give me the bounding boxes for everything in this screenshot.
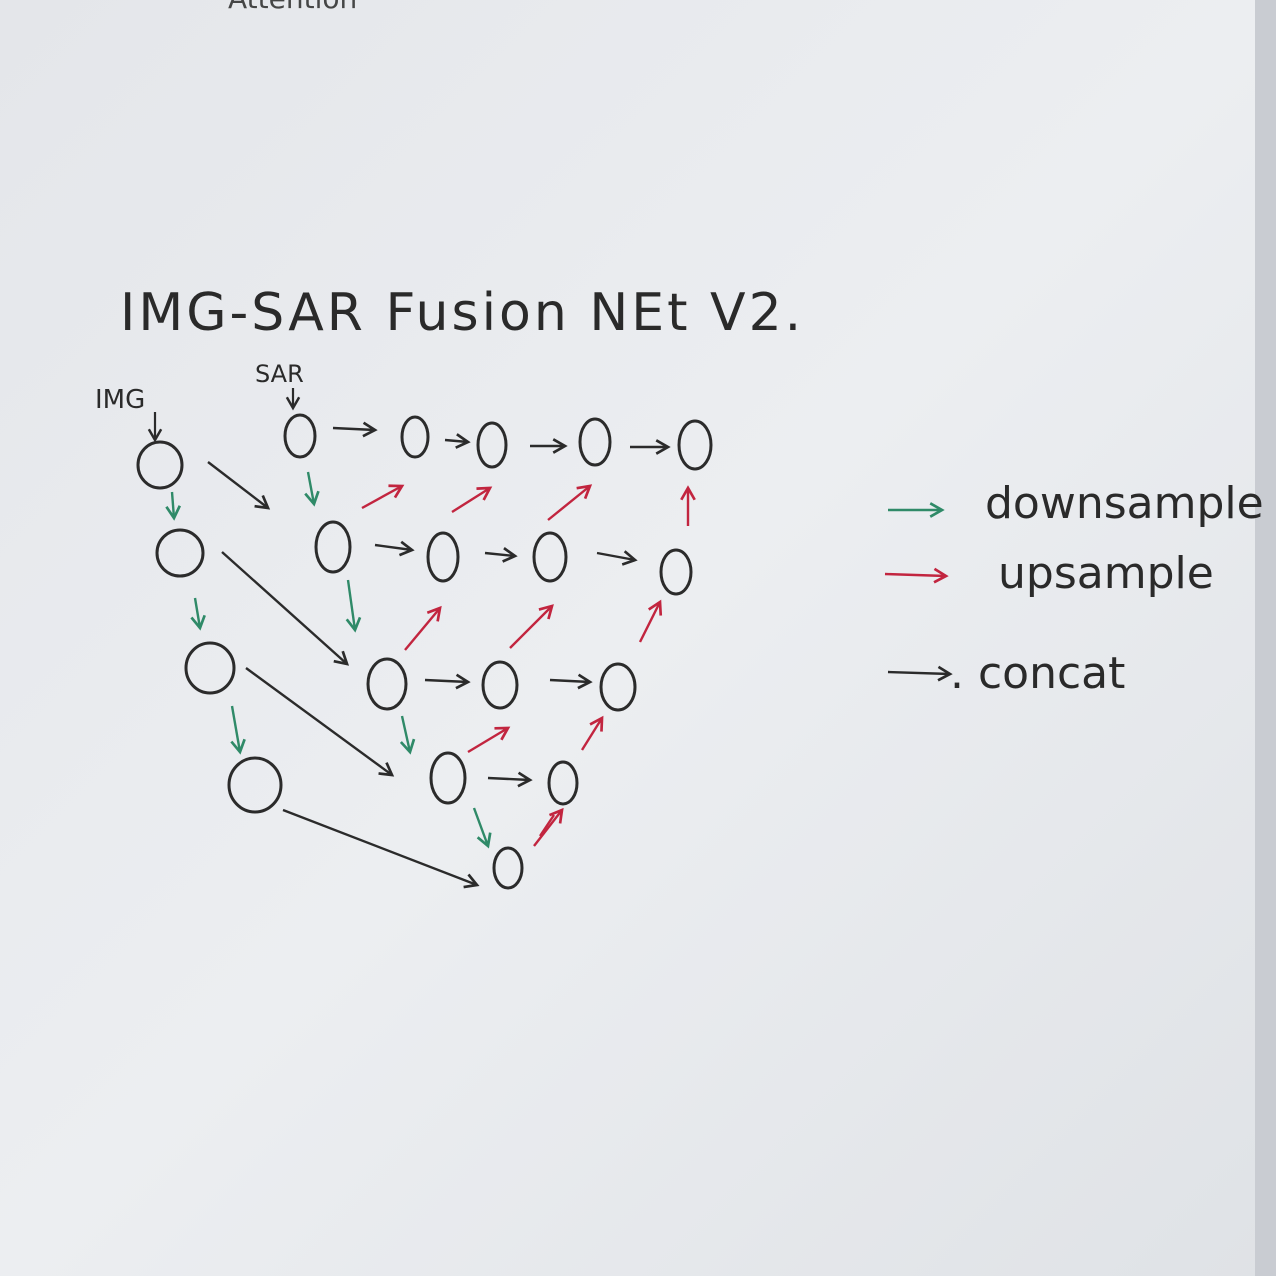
upsample-arrow	[580, 715, 604, 751]
fusion-node	[659, 548, 693, 596]
concat-arrow	[549, 673, 593, 690]
fusion-node	[476, 421, 508, 469]
concat-arrow	[424, 673, 471, 690]
fusion-node	[547, 760, 579, 806]
diagram-title: IMG-SAR Fusion NEt V2.	[120, 283, 804, 343]
upsample-arrow	[533, 807, 564, 847]
sar-node	[366, 657, 408, 711]
paper-edge	[1255, 0, 1276, 1276]
img-node	[227, 756, 283, 814]
legend-concat-label: . concat	[950, 648, 1125, 699]
upsample-arrow	[509, 604, 554, 649]
sar-node	[314, 520, 352, 574]
upsample-arrow	[404, 605, 442, 651]
concat-arrow	[596, 550, 638, 566]
downsample-arrow	[345, 579, 362, 633]
downsample-arrow	[304, 471, 320, 507]
header-fragment: Attention	[228, 0, 357, 15]
img-input-label: IMG	[95, 385, 145, 415]
img-node	[136, 440, 184, 490]
sar-node	[492, 846, 524, 890]
sar-node	[429, 751, 467, 805]
legend: downsample upsample . concat	[884, 478, 1264, 699]
img-branch	[136, 440, 283, 814]
fusion-node	[426, 531, 460, 583]
fusion-node	[400, 415, 430, 459]
horizontal-arrows	[332, 421, 671, 788]
upsample-arrow	[451, 486, 493, 514]
legend-concat-swatch	[887, 665, 953, 682]
fusion-node	[481, 660, 519, 710]
downsample-arrow	[472, 807, 492, 849]
upsample-arrow	[547, 484, 593, 521]
upsample-arrow	[361, 484, 405, 510]
img-node	[184, 641, 236, 695]
img-downsample-arrows	[165, 491, 246, 755]
fusion-node	[677, 419, 713, 471]
fusion-nodes	[283, 413, 713, 890]
sar-input-label: SAR	[255, 360, 304, 388]
concat-arrow	[487, 771, 533, 788]
legend-downsample-label: downsample	[985, 478, 1264, 529]
concat-arrow	[245, 667, 395, 777]
legend-upsample-swatch	[884, 567, 949, 584]
downsample-arrow	[165, 491, 182, 521]
downsample-arrow	[230, 705, 246, 755]
sar-downsample-arrows	[304, 471, 492, 849]
concat-arrow	[444, 433, 471, 449]
fusion-node	[578, 417, 612, 467]
downsample-arrow	[399, 715, 416, 755]
concat-arrow	[282, 808, 480, 889]
sar-node	[283, 413, 317, 459]
concat-arrow	[374, 540, 415, 557]
fusion-node	[532, 531, 568, 583]
concat-arrow	[484, 547, 518, 563]
upsample-arrow	[467, 726, 511, 754]
img-concat-arrows	[207, 461, 480, 889]
concat-arrow	[332, 421, 378, 438]
upsample-arrow	[638, 599, 663, 643]
concat-arrow	[207, 461, 271, 510]
legend-upsample-label: upsample	[998, 548, 1214, 599]
upsample-arrows	[361, 484, 696, 847]
upsample-arrow	[539, 814, 555, 837]
img-node	[155, 528, 205, 578]
concat-arrow	[221, 551, 350, 666]
fusion-node	[599, 662, 637, 712]
downsample-arrow	[190, 597, 206, 631]
